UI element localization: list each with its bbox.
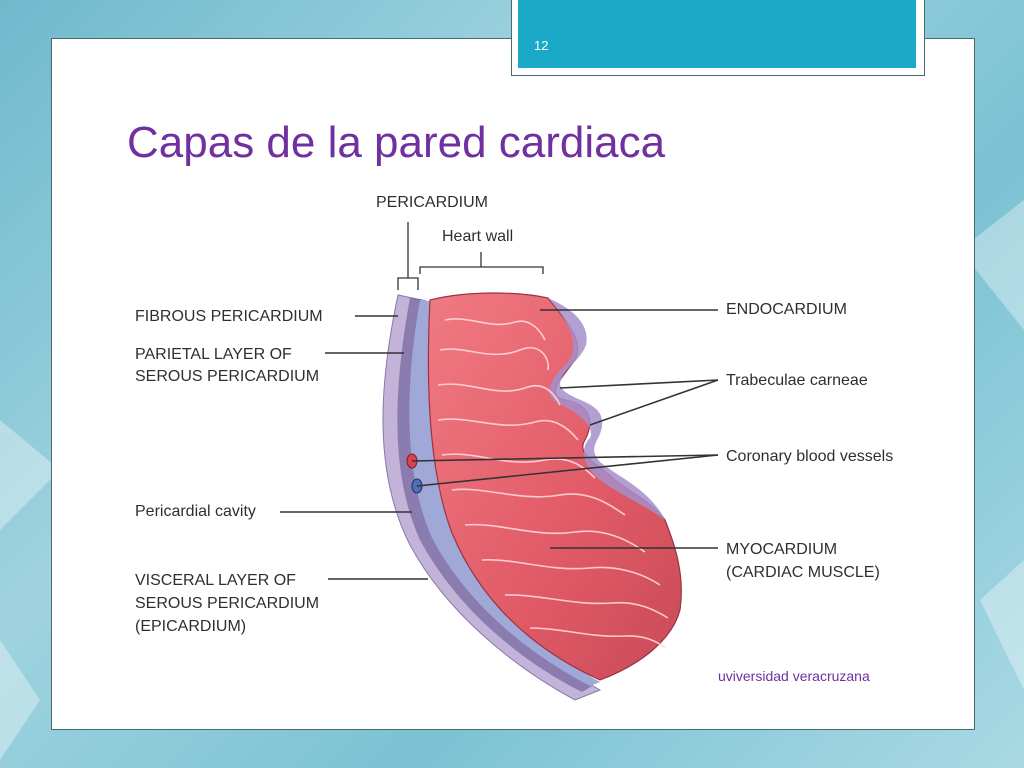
label-trabeculae-carneae: Trabeculae carneae	[726, 372, 868, 389]
label-parietal-layer-line2: SEROUS PERICARDIUM	[135, 368, 320, 385]
heart-wall-bracket	[419, 252, 544, 274]
label-heart-wall: Heart wall	[442, 228, 514, 245]
label-visceral-layer-line2: SEROUS PERICARDIUM	[135, 595, 320, 612]
label-pericardium: PERICARDIUM	[376, 194, 489, 211]
slide-footer: uviversidad veracruzana	[718, 668, 870, 684]
slide-number-banner	[518, 0, 916, 68]
label-visceral-layer-line3: (EPICARDIUM)	[135, 618, 247, 635]
label-endocardium: ENDOCARDIUM	[726, 301, 847, 318]
muscle-fibers	[437, 318, 669, 649]
label-coronary-blood-vessels: Coronary blood vessels	[726, 448, 894, 465]
label-fibrous-pericardium: FIBROUS PERICARDIUM	[135, 308, 323, 325]
label-myocardium-line1: MYOCARDIUM	[726, 541, 838, 558]
label-parietal-layer-line1: PARIETAL LAYER OF	[135, 346, 292, 363]
label-visceral-layer-line1: VISCERAL LAYER OF	[135, 572, 296, 589]
label-myocardium-line2: (CARDIAC MUSCLE)	[726, 564, 880, 581]
slide-number: 12	[534, 38, 549, 53]
endocardium-lining	[548, 298, 665, 520]
label-pericardial-cavity: Pericardial cavity	[135, 503, 256, 520]
slide-title: Capas de la pared cardiaca	[127, 118, 666, 167]
leader-lines	[280, 309, 719, 580]
pericardium-bracket	[397, 222, 419, 290]
